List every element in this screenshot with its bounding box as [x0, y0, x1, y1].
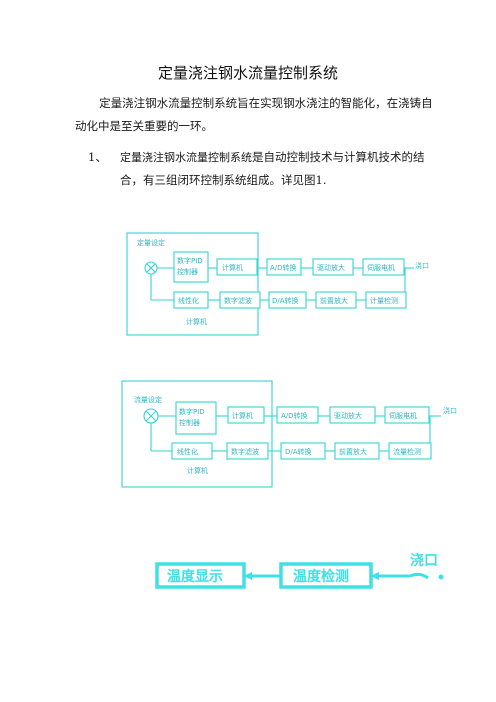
- diagram-2-forward-label-4: 伺服电机: [389, 411, 417, 420]
- control-diagram-2: 流量设定 数字PID 控制器 计算机 A/D转换 驱动放大 伺服电机 浇口: [121, 380, 457, 488]
- control-diagram-1: 定量设定 数字PID 控制器 计算机 A/D转换 驱动放大 伺服电机 浇口: [126, 232, 429, 336]
- diagram-2-pid-line-2: 控制器: [179, 418, 200, 427]
- diagram-2-output-label: 浇口: [443, 406, 457, 415]
- diagram-3-label-1: 温度显示: [167, 568, 223, 585]
- intro-paragraph: 定量浇注钢水流量控制系统旨在实现钢水浇注的智能化，在浇铸自动化中是至关重要的一环…: [75, 96, 433, 133]
- diagram-1-feedback-label-4: 前置放大: [320, 296, 348, 305]
- diagram-1-feedback-label-1: 线性化: [178, 296, 199, 305]
- diagram-1-forward-box-3: [312, 258, 354, 276]
- diagram-1-output-label: 浇口: [415, 261, 429, 270]
- diagram-3-label-2: 温度检测: [293, 568, 349, 585]
- diagram-2-forward-box-2: [276, 406, 319, 424]
- list-item-lead: 定量浇注钢水流量控制系统: [120, 151, 252, 164]
- diagram-2-feedback-label-4: 前置放大: [339, 447, 367, 456]
- diagram-2-pid-line-1: 数字PID: [179, 407, 205, 416]
- list-item-1: 1、 定量浇注钢水流量控制系统是自动控制技术与计算机技术的结合，有三组闭环控制系…: [88, 146, 428, 192]
- diagram-1-forward-label-4: 伺服电机: [367, 263, 395, 272]
- diagram-2-pid-box: [175, 401, 217, 435]
- diagram-1-forward-label-3: 驱动放大: [317, 263, 345, 272]
- diagram-1-forward-label-2: A/D转换: [270, 263, 297, 272]
- diagram-2-feedback-label-2: 数字滤波: [231, 447, 259, 456]
- diagram-2-feedback-label-1: 线性化: [177, 447, 198, 456]
- diagram-1-setpoint-label: 定量设定: [137, 238, 165, 247]
- diagram-1-feedback-label-3: D/A转换: [272, 296, 299, 305]
- diagram-2-frame-label: 计算机: [187, 466, 208, 475]
- list-item-text: 是自动控制技术与计算机技术的结合，有三组闭环控制系统组成。详见图1.: [120, 150, 425, 187]
- diagram-2-feedback-label-5: 流量检测: [393, 447, 421, 456]
- diagram-1-frame-label: 计算机: [186, 317, 207, 326]
- list-item-number: 1、: [88, 150, 107, 164]
- diagram-2-forward-box-4: [384, 406, 430, 424]
- diagram-1-frame: [126, 232, 259, 336]
- diagram-1-pid-line-1: 数字PID: [177, 256, 203, 265]
- diagram-1-forward-label-1: 计算机: [222, 263, 243, 272]
- diagram-2-forward-label-3: 驱动放大: [334, 411, 362, 420]
- diagram-2-setpoint-label: 流量设定: [134, 395, 162, 404]
- diagram-3-output-label: 浇口: [410, 552, 438, 569]
- diagram-2-forward-label-2: A/D转换: [281, 411, 308, 420]
- diagram-2-forward-box-1: [227, 406, 265, 424]
- diagram-1-feedback-label-2: 数字滤波: [224, 296, 252, 305]
- temperature-diagram: 温度显示 温度检测 浇口: [155, 552, 444, 589]
- diagram-1-feedback-label-5: 计量检测: [370, 296, 398, 305]
- diagram-2-forward-label-1: 计算机: [232, 411, 253, 420]
- document-title: 定量浇注钢水流量控制系统: [157, 64, 338, 82]
- diagram-2-feedback-box-5: [388, 442, 432, 460]
- diagram-1-forward-box-1: [216, 258, 258, 276]
- diagram-1-forward-box-4: [362, 258, 405, 276]
- diagram-1-forward-box-2: [266, 258, 302, 276]
- diagram-1-pid-box: [173, 251, 209, 283]
- diagram-1-pid-line-2: 控制器: [177, 267, 198, 276]
- diagram-2-feedback-label-3: D/A转换: [285, 447, 312, 456]
- diagram-1-feedback-box-5: [365, 291, 407, 309]
- diagram-2-frame: [121, 380, 273, 488]
- diagram-2-forward-box-3: [329, 406, 376, 424]
